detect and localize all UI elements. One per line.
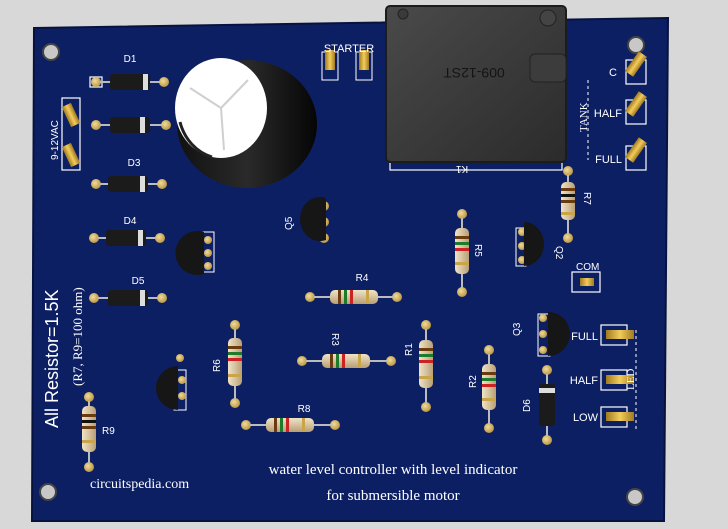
d6-label: D6	[522, 399, 533, 412]
d5-label: D5	[132, 276, 145, 287]
com-label: COM	[576, 262, 599, 273]
led-pin-full: FULL	[571, 331, 598, 343]
r5-label: R5	[472, 244, 483, 257]
mounting-holes	[39, 36, 645, 506]
relay-marking: 009-12ST	[443, 65, 505, 81]
diode-d5: D5	[89, 276, 167, 306]
website-text: circuitspedia.com	[90, 477, 189, 492]
resistor-r5: R5	[455, 209, 483, 297]
resistor-r8: R8	[241, 404, 340, 432]
transistor-q4	[156, 354, 187, 411]
pcb-board	[32, 18, 668, 521]
resistor-r3: R3	[297, 333, 396, 368]
diode-d6: D6	[522, 365, 555, 445]
resistor-r9: R9	[82, 392, 115, 472]
com-connector: COM	[571, 262, 601, 293]
d4-label: D4	[124, 216, 137, 227]
title-line-1: water level controller with level indica…	[269, 462, 518, 478]
r3-label: R3	[329, 333, 340, 346]
r4-label: R4	[356, 273, 369, 284]
led-pin-low: LOW	[573, 412, 599, 424]
r2-label: R2	[468, 375, 479, 388]
diode-d1: D1	[89, 54, 169, 90]
transistor-q2: Q2	[515, 222, 564, 267]
resistor-note-sub: (R7, R9=100 ohm)	[70, 287, 85, 386]
tank-label: TANK	[578, 102, 590, 132]
r1-label: R1	[404, 343, 415, 356]
r8-label: R8	[298, 404, 311, 415]
transistor-q5: Q5	[284, 197, 329, 243]
resistor-r6: R6	[212, 320, 242, 408]
resistor-r1: R1	[404, 320, 433, 412]
capacitor-c1	[175, 58, 317, 188]
r7-label: R7	[581, 192, 592, 205]
resistor-r2: R2	[468, 345, 496, 433]
tank-pin-full: FULL	[595, 154, 622, 166]
q5-label: Q5	[284, 216, 295, 230]
supply-connector: 9-12VAC	[50, 97, 81, 171]
led-connectors: FULL HALF LOW LED	[570, 324, 637, 432]
diode-d3: D3	[91, 158, 167, 192]
relay-ref: K1	[455, 163, 468, 174]
starter-label: STARTER	[324, 43, 374, 55]
led-label: LED	[625, 369, 637, 390]
relay-k1: 009-12ST K1	[385, 5, 567, 174]
transistor-q3: Q3	[512, 311, 571, 357]
diode-d2	[91, 117, 171, 133]
supply-label: 9-12VAC	[50, 120, 61, 160]
d3-label: D3	[128, 158, 141, 169]
q2-label: Q2	[553, 246, 564, 260]
transistor-q-left	[175, 231, 215, 275]
title-line-2: for submersible motor	[326, 488, 459, 504]
tank-connectors: C HALF FULL TANK	[578, 51, 647, 171]
r6-label: R6	[212, 359, 223, 372]
q3-label: Q3	[512, 322, 523, 336]
tank-pin-c: C	[609, 67, 617, 79]
r9-label: R9	[102, 426, 115, 437]
resistor-r7: R7	[561, 166, 592, 243]
resistor-r4: R4	[305, 273, 402, 304]
led-pin-half: HALF	[570, 375, 598, 387]
tank-pin-half: HALF	[594, 108, 622, 120]
starter-connector: STARTER	[321, 43, 374, 81]
d1-label: D1	[124, 54, 137, 65]
resistor-note-main: All Resistor=1.5K	[42, 289, 62, 428]
diode-d4: D4	[89, 216, 165, 246]
